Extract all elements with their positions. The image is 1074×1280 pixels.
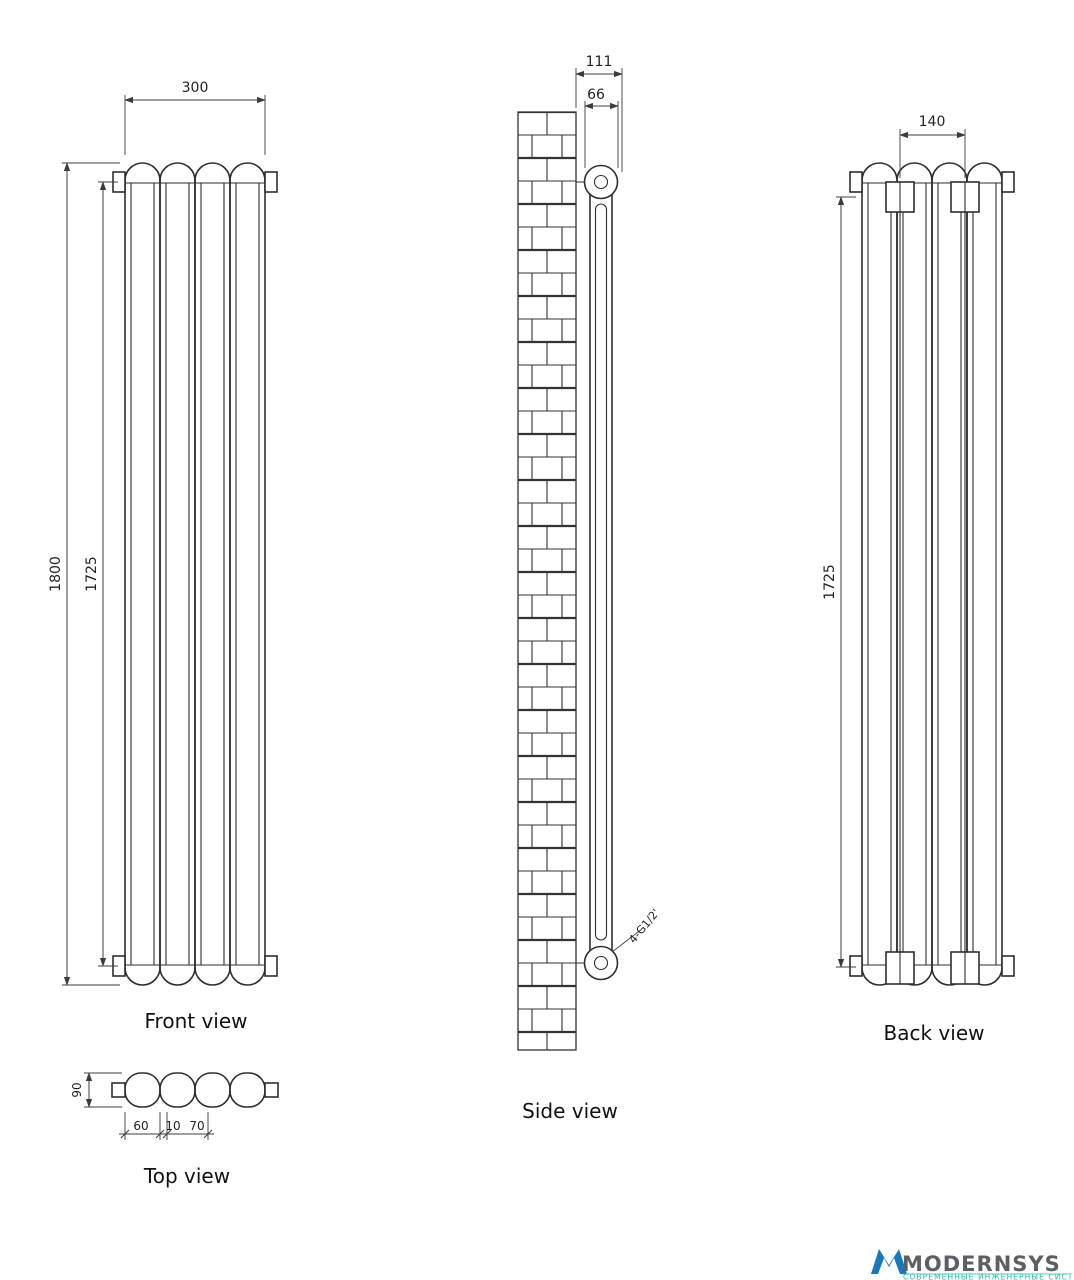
radiator-column [896, 162, 933, 986]
top-collar-hole [593, 174, 609, 190]
radiator-column [194, 162, 231, 986]
side-view-label: Side view [522, 1099, 618, 1123]
front-width-value: 300 [182, 80, 209, 96]
logo-m-icon [871, 1249, 907, 1274]
back-bracket-spacing-value: 140 [919, 114, 946, 130]
connection-nipple [849, 171, 863, 193]
connection-nipple [849, 955, 863, 977]
side-view: 111 66 4-G1/2' Side view [517, 54, 662, 1123]
front-total-height-value: 1800 [48, 556, 64, 592]
front-axis-height-dimension: 1725 [84, 181, 118, 967]
top-depth-value: 90 [70, 1082, 84, 1097]
radiator-column [159, 162, 196, 986]
bottom-collar-hole [593, 955, 609, 971]
column-section [229, 1072, 266, 1108]
side-connection-note: 4-G1/2' [611, 906, 662, 953]
front-total-height-dimension: 1800 [48, 162, 120, 986]
back-bracket-spacing-dimension: 140 [899, 114, 966, 178]
radiator-column [861, 162, 898, 986]
column-section [159, 1072, 196, 1108]
radiator-column [966, 162, 1003, 986]
back-view: 140 1725 Back view [822, 114, 1015, 1045]
front-view: 300 1800 1725 Front view [48, 80, 278, 1033]
front-view-label: Front view [145, 1009, 248, 1033]
back-radiator-columns [849, 162, 1015, 986]
connection-nipple [1001, 955, 1015, 977]
logo: MODERNSYS СОВРЕМЕННЫЕ ИНЖЕНЕРНЫЕ СИСТЕМЫ [871, 1249, 1074, 1280]
top-pitch-value: 70 [189, 1119, 204, 1133]
top-gap-value: 10 [165, 1119, 180, 1133]
connection-nipple [264, 1082, 279, 1098]
side-body-depth-dimension: 66 [584, 87, 619, 168]
connection-nipple [264, 955, 278, 977]
header-lines [125, 182, 265, 966]
top-depth-dimension: 90 [70, 1072, 122, 1108]
back-view-label: Back view [884, 1021, 985, 1045]
radiator-column [229, 162, 266, 986]
connection-nipple [264, 171, 278, 193]
top-view: 90 60 10 70 Top view [70, 1072, 279, 1188]
column-inner-lines [130, 183, 260, 965]
side-inner-slot [594, 203, 608, 941]
column-section [124, 1072, 161, 1108]
connection-nipple [1001, 171, 1015, 193]
bracket-rails [899, 182, 966, 984]
wall-mount-lines [576, 181, 586, 964]
connection-note-text: 4-G1/2' [626, 906, 662, 945]
side-body-depth-value: 66 [587, 87, 605, 103]
front-connection-nipples [112, 171, 278, 977]
front-width-dimension: 300 [124, 80, 266, 155]
radiator-column [931, 162, 968, 986]
brick-wall [517, 111, 577, 1051]
back-axis-height-dimension: 1725 [822, 196, 856, 968]
top-view-label: Top view [143, 1164, 230, 1188]
radiator-column [124, 162, 161, 986]
column-inner-lines [867, 183, 997, 965]
side-body [589, 181, 613, 964]
bottom-collar [583, 945, 619, 981]
logo-brand: MODERNSYS [902, 1252, 1061, 1276]
wall-brackets [885, 181, 980, 985]
front-axis-height-value: 1725 [84, 556, 100, 592]
top-pitch-dimensions: 60 10 70 [119, 1112, 214, 1140]
top-column-width-value: 60 [133, 1119, 148, 1133]
side-radiator-profile [576, 164, 619, 981]
top-collar [583, 164, 619, 200]
back-axis-height-value: 1725 [822, 564, 838, 600]
top-radiator-sections [111, 1072, 279, 1108]
side-wall-depth-value: 111 [586, 54, 613, 70]
logo-tagline: СОВРЕМЕННЫЕ ИНЖЕНЕРНЫЕ СИСТЕМЫ [903, 1273, 1074, 1280]
side-wall-depth-dimension: 111 [575, 54, 623, 172]
connection-nipple [111, 1082, 126, 1098]
column-section [194, 1072, 231, 1108]
front-radiator-columns [124, 162, 266, 986]
